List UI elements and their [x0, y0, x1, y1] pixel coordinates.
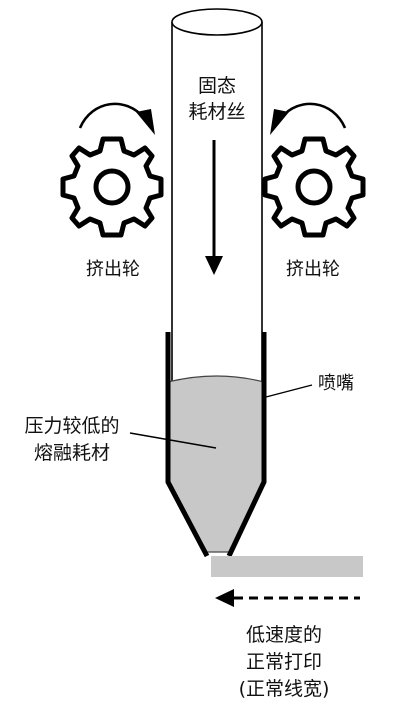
left-gear-label: 挤出轮 — [86, 259, 140, 280]
print-label-line1: 低速度的 — [246, 624, 322, 646]
filament-down-arrow — [205, 140, 223, 275]
left-rotation-arrow-icon — [78, 102, 155, 135]
melt-leader-line — [129, 432, 217, 449]
nozzle-left-wall — [165, 332, 210, 558]
nozzle-label: 喷嘴 — [318, 373, 354, 394]
right-gear-icon — [262, 136, 366, 238]
filament-label-line1: 固态 — [198, 75, 236, 97]
filament-label-line2: 耗材丝 — [188, 101, 245, 123]
nozzle — [165, 332, 267, 558]
molten-material — [167, 375, 265, 553]
filament-cylinder — [171, 8, 263, 390]
melt-label-line2: 熔融耗材 — [34, 442, 110, 464]
filament-top-ellipse — [171, 8, 263, 36]
right-rotation-arrow-icon — [270, 102, 347, 135]
print-label-line2: 正常打印 — [246, 651, 322, 673]
melt-label-line1: 压力较低的 — [24, 415, 119, 437]
right-gear-label: 挤出轮 — [286, 259, 340, 280]
left-gear-icon — [60, 136, 164, 238]
print-direction-arrow — [215, 589, 360, 607]
nozzle-leader-line — [265, 384, 313, 398]
print-label-line3: (正常线宽) — [239, 678, 330, 700]
filament-body — [171, 22, 263, 390]
printed-line — [211, 556, 363, 577]
nozzle-right-wall — [226, 332, 267, 558]
